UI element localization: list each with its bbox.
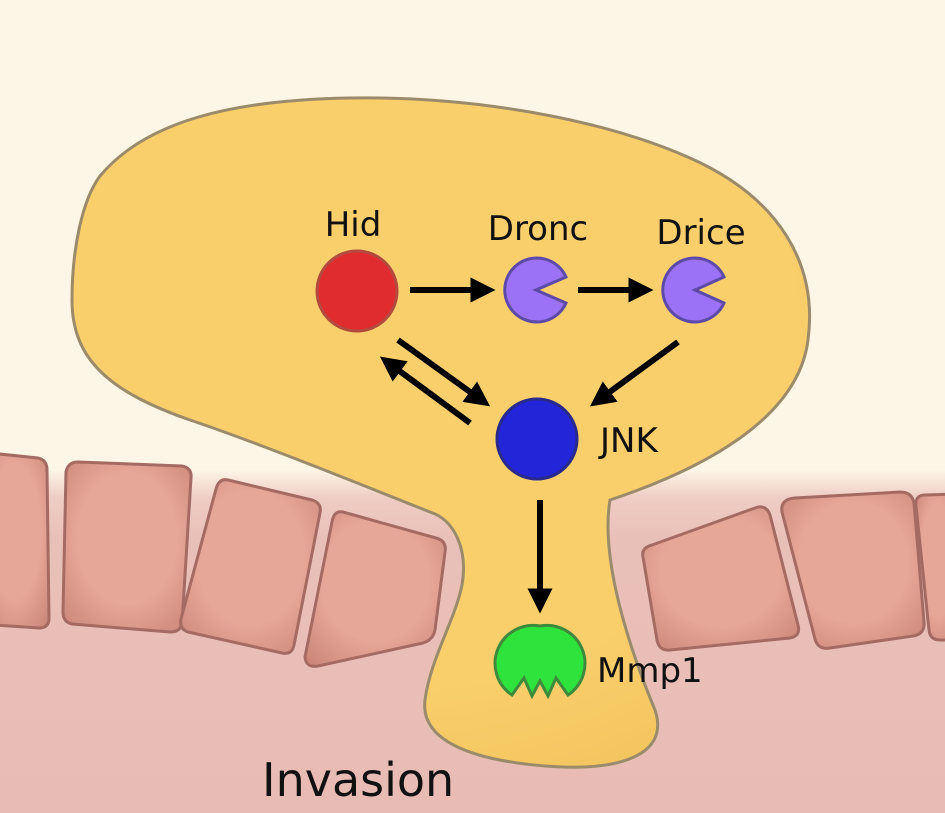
mmp1-node [493,623,587,700]
invading-cell [70,96,811,769]
epithelial-cell [303,510,447,668]
jnk-label: JNK [598,421,659,461]
epithelial-cell [61,460,193,634]
mmp1-label: Mmp1 [597,651,703,691]
pathway-arrows [379,277,680,614]
jnk-node [495,397,579,481]
epithelial-cells [0,452,945,668]
dronc-label: Dronc [488,209,588,249]
hid-node [315,249,399,333]
epithelial-cell [641,505,801,652]
epithelial-cell [914,492,945,642]
arrow-jnk-to-hid [379,356,472,426]
arrow-hid-to-jnk [396,337,491,407]
dronc-node [503,256,568,324]
drice-node [661,256,726,324]
epithelial-cell [0,452,51,630]
arrow-drice-to-jnk [589,339,680,407]
hid-label: Hid [325,205,382,245]
epithelial-cell [780,490,926,650]
drice-label: Drice [656,213,745,253]
epithelial-cell [179,478,322,655]
invasion-label: Invasion [262,753,454,807]
